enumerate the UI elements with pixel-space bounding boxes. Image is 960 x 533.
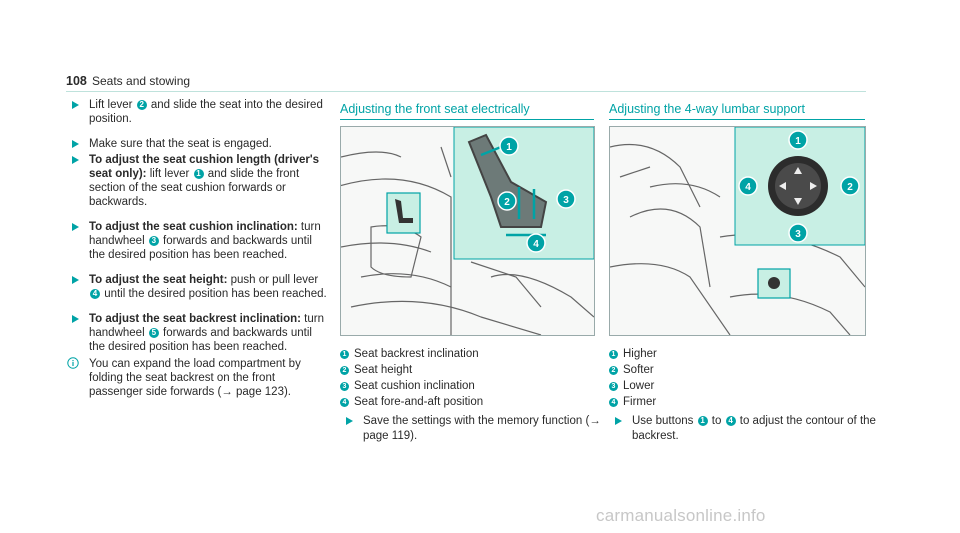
instruction-item: Lift lever 2 and slide the seat into the… (66, 98, 328, 126)
lumbar-buttons-note: Use buttons 1 to 4 to adjust the contour… (609, 414, 888, 444)
legend-number: 2 (340, 365, 349, 375)
legend-number: 1 (340, 349, 349, 359)
column-seat-instructions: Lift lever 2 and slide the seat into the… (66, 98, 328, 410)
fig1-callout-1: 1 (506, 142, 512, 153)
section-title-front-seat: Adjusting the front seat electrically (340, 102, 530, 116)
callout-number: 1 (697, 416, 708, 426)
callout-number: 1 (193, 169, 204, 179)
instruction-item: To adjust the seat backrest inclination:… (66, 312, 328, 354)
memory-function-note: Save the settings with the memory functi… (340, 414, 618, 444)
step-arrow-icon (72, 156, 79, 164)
callout-number: 2 (136, 100, 147, 110)
fig2-callout-3: 3 (795, 229, 801, 240)
callout-number: 5 (148, 328, 159, 338)
fig1-callout-2: 2 (504, 197, 510, 208)
callout-number: 3 (148, 236, 159, 246)
step-arrow-icon (615, 417, 622, 425)
info-icon (67, 357, 79, 369)
step-arrow-icon (72, 315, 79, 323)
fig2-callout-2: 2 (847, 182, 853, 193)
info-note: You can expand the load compartment by f… (66, 357, 328, 399)
fig1-callout-4: 4 (533, 239, 539, 250)
step-arrow-icon (72, 140, 79, 148)
section-title-lumbar: Adjusting the 4-way lumbar support (609, 102, 805, 116)
callout-number: 4 (725, 416, 736, 426)
front-seat-illustration: 1 2 3 4 (341, 127, 594, 335)
instruction-item: To adjust the seat cushion inclination: … (66, 220, 328, 262)
legend-number: 1 (609, 349, 618, 359)
fig1-callout-3: 3 (563, 195, 569, 206)
instruction-item: To adjust the seat cushion length (drive… (66, 153, 328, 209)
section-title-rule (609, 119, 865, 120)
header-rule (66, 91, 866, 92)
instruction-item: To adjust the seat height: push or pull … (66, 273, 328, 301)
front-seat-figure: 1 2 3 4 (340, 126, 595, 336)
lumbar-illustration: 1 2 3 4 (610, 127, 865, 335)
step-arrow-icon (72, 276, 79, 284)
section-title-rule (340, 119, 594, 120)
step-arrow-icon (72, 223, 79, 231)
step-arrow-icon (346, 417, 353, 425)
watermark: carmanualsonline.info (596, 506, 766, 525)
legend-number: 3 (609, 381, 618, 391)
section-name: Seats and stowing (92, 74, 191, 88)
lumbar-support-figure: 1 2 3 4 (609, 126, 866, 336)
page-header: 108 Seats and stowing (66, 72, 866, 92)
fig2-callout-1: 1 (795, 136, 801, 147)
legend-number: 2 (609, 365, 618, 375)
step-arrow-icon (72, 101, 79, 109)
legend-number: 4 (609, 397, 618, 407)
legend-number: 3 (340, 381, 349, 391)
fig2-callout-4: 4 (745, 182, 751, 193)
instruction-item: Make sure that the seat is engaged. (66, 137, 328, 151)
callout-number: 4 (90, 289, 100, 299)
page-number: 108 (66, 74, 87, 88)
legend-number: 4 (340, 397, 349, 407)
